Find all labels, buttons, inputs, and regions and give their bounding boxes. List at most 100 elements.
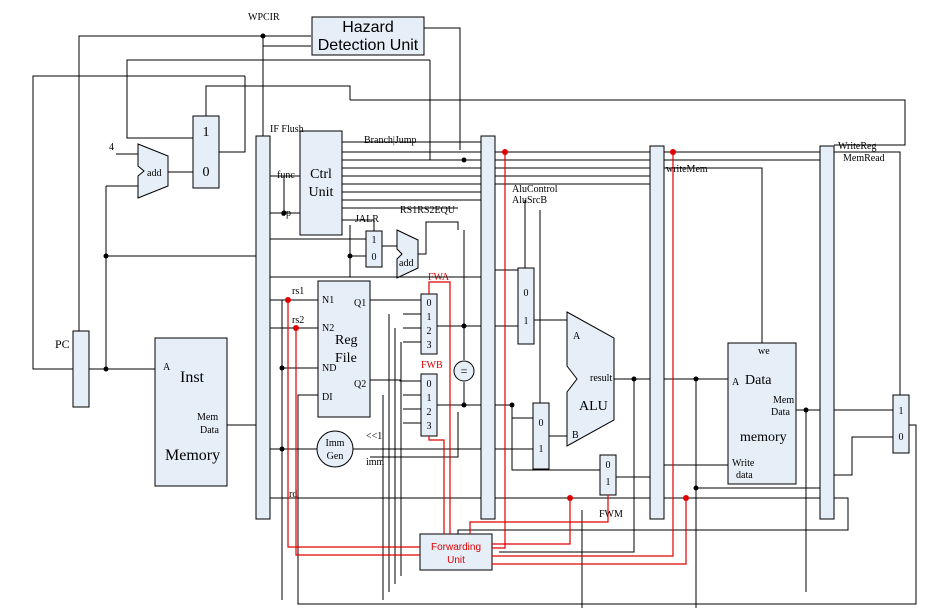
rd-label: rd (289, 489, 297, 500)
dm-mem-data-2: Data (771, 407, 790, 418)
fw-title-2: Unit (447, 555, 465, 566)
control-unit: Ctrl Unit (299, 130, 343, 236)
junction-dots (103, 33, 809, 491)
hazard-detection-unit: Hazard Detection Unit (311, 16, 425, 56)
imm-gen-1: Imm (326, 438, 345, 449)
writeback-mux: 1 0 (892, 394, 910, 454)
inst-mem-data-1: Mem (197, 412, 218, 423)
pc-adder: add (137, 143, 169, 199)
data-memory: we A Data Mem Data memory Write data (727, 342, 797, 485)
black-wires (32, 27, 917, 608)
shift-left-label: <<1 (366, 431, 382, 442)
fwa-mux-3: 3 (427, 340, 432, 351)
four-label: 4 (109, 142, 114, 153)
branch-jump-label: Branch|Jump (364, 135, 417, 146)
dm-write-data-1: Write (732, 458, 755, 469)
inst-addr-label: A (163, 362, 171, 373)
branch-adder: add (396, 229, 419, 279)
ctrl-title-1: Ctrl (310, 167, 332, 182)
alu-a-mux-0: 0 (524, 288, 529, 299)
reg-q1: Q1 (354, 298, 366, 309)
pc-mux-1: 1 (203, 125, 210, 140)
pc-adder-label: add (147, 168, 161, 179)
equality-comparator: = (453, 360, 475, 382)
reg-n2: N2 (322, 323, 334, 334)
fwm-mux-1: 1 (606, 477, 611, 488)
fwb-mux-2: 2 (427, 407, 432, 418)
alu-result: result (590, 373, 612, 384)
dm-mem-data-1: Mem (773, 395, 794, 406)
reg-q2: Q2 (354, 379, 366, 390)
id-ex-register (480, 135, 496, 520)
alusrcb-label: AluSrcB (512, 195, 547, 206)
reg-title-2: File (335, 351, 357, 366)
writemem-label: writeMem (666, 164, 708, 175)
alu-b-mux: 0 1 (532, 402, 550, 470)
wb-mux-0: 0 (899, 432, 904, 443)
rs1rs2equ-label: RS1RS2EQU (400, 205, 456, 216)
inst-mem-data-2: Data (200, 425, 219, 436)
ex-mem-register (649, 145, 665, 520)
jalr-mux-0: 0 (372, 252, 377, 263)
alu-a-mux-1: 1 (524, 316, 529, 327)
imm-gen-2: Gen (327, 451, 344, 462)
reg-n1: N1 (322, 295, 334, 306)
forwarding-unit: Forwarding Unit (419, 533, 493, 571)
jalr-mux: 1 0 (365, 230, 383, 268)
reg-di: DI (322, 392, 333, 403)
fwb-mux-0: 0 (427, 379, 432, 390)
alu: A B result ALU (566, 311, 615, 447)
reg-nd: ND (322, 363, 336, 374)
forwarding-wires (285, 149, 689, 565)
dm-write-data-2: data (736, 470, 753, 481)
rs2-label: rs2 (292, 315, 304, 326)
pc-mux: 1 0 (192, 115, 220, 189)
writereg-label: WriteReg (838, 141, 876, 152)
dm-a: A (732, 377, 740, 388)
fwb-label: FWB (421, 360, 443, 371)
memread-label: MemRead (843, 153, 885, 164)
fwa-mux-2: 2 (427, 326, 432, 337)
ctrl-title-2: Unit (309, 185, 334, 200)
pc-label: PC (55, 337, 70, 351)
alu-a: A (573, 331, 581, 342)
branch-adder-label: add (399, 258, 413, 269)
equal-sign: = (461, 364, 468, 378)
jalr-mux-1: 1 (372, 235, 377, 246)
inst-title-2: Memory (165, 447, 220, 464)
alu-a-mux: 0 1 (517, 267, 535, 345)
pc-mux-0: 0 (203, 165, 210, 180)
alu-title: ALU (579, 399, 608, 414)
rs1-label: rs1 (292, 286, 304, 297)
reg-title-1: Reg (335, 333, 358, 348)
alu-b: B (572, 430, 579, 441)
fw-title-1: Forwarding (431, 542, 481, 553)
if-flush-label: IF Flush (270, 124, 304, 135)
fwb-mux-1: 1 (427, 393, 432, 404)
dm-title-1: Data (745, 373, 772, 388)
hazard-title-2: Detection Unit (318, 37, 419, 54)
dm-we: we (758, 346, 770, 357)
imm-label: imm (366, 457, 385, 468)
alu-b-mux-1: 1 (539, 444, 544, 455)
fwm-mux: 0 1 FWM (599, 454, 623, 520)
register-file: N1 N2 ND DI Q1 Q2 Reg File (317, 280, 371, 418)
fwm-mux-0: 0 (606, 460, 611, 471)
dm-title-2: memory (740, 430, 787, 445)
fwb-mux-3: 3 (427, 421, 432, 432)
fwa-mux-1: 1 (427, 312, 432, 323)
if-id-register (255, 135, 271, 520)
fwa-mux: 0 1 2 3 FWA (420, 272, 450, 355)
fwa-mux-0: 0 (427, 298, 432, 309)
inst-title-1: Inst (180, 369, 205, 386)
alu-b-mux-0: 0 (539, 418, 544, 429)
wb-mux-1: 1 (899, 406, 904, 417)
hazard-title-1: Hazard (342, 19, 394, 36)
fwm-label: FWM (599, 509, 623, 520)
alucontrol-label: AluControl (512, 184, 558, 195)
fwb-mux: 0 1 2 3 FWB (420, 360, 443, 437)
wpcir-label: WPCIR (248, 12, 280, 23)
mem-wb-register (819, 145, 835, 520)
instruction-memory: A Inst Mem Data Memory (154, 337, 228, 487)
